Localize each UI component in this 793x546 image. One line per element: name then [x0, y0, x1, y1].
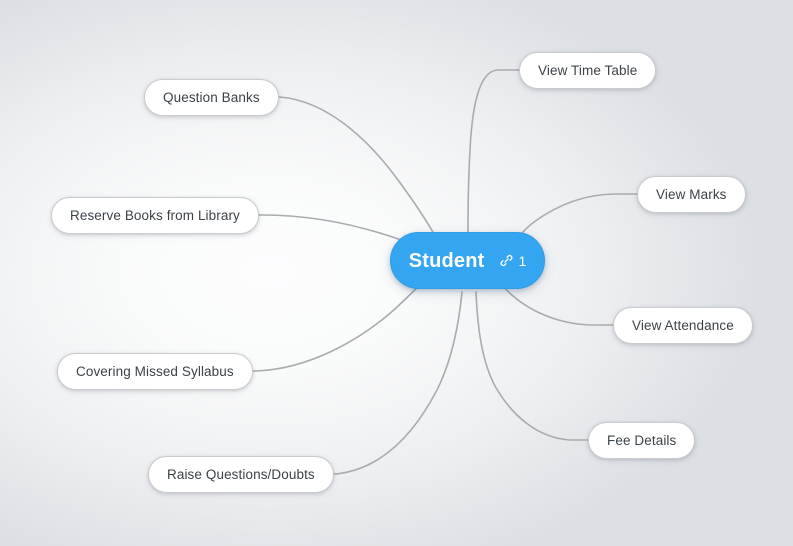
link-icon	[500, 254, 512, 267]
node-view-time-table[interactable]: View Time Table	[519, 52, 657, 89]
node-covering-missed-syllabus[interactable]: Covering Missed Syllabus	[57, 353, 253, 390]
node-view-attendance[interactable]: View Attendance	[613, 307, 753, 344]
connector-view-time-table	[467, 69, 520, 233]
node-label: Reserve Books from Library	[70, 207, 240, 223]
root-link-badge[interactable]: 1	[499, 252, 527, 269]
root-link-count: 1	[518, 252, 527, 269]
root-node-student[interactable]: Student 1	[390, 232, 545, 289]
node-label: View Time Table	[538, 62, 638, 78]
node-label: Raise Questions/Doubts	[167, 466, 315, 482]
node-question-banks[interactable]: Question Banks	[144, 79, 279, 116]
node-raise-questions-doubts[interactable]: Raise Questions/Doubts	[148, 456, 334, 493]
node-label: Covering Missed Syllabus	[76, 363, 234, 379]
connector-raise-questions-doubts	[315, 291, 463, 475]
node-reserve-books-from-library[interactable]: Reserve Books from Library	[51, 197, 259, 234]
node-view-marks[interactable]: View Marks	[637, 176, 746, 213]
node-label: Question Banks	[163, 89, 260, 105]
node-label: Fee Details	[607, 432, 677, 448]
node-label: View Attendance	[632, 317, 734, 333]
connector-question-banks	[258, 96, 435, 235]
node-fee-details[interactable]: Fee Details	[588, 422, 696, 459]
connector-covering-missed-syllabus	[234, 272, 433, 372]
connector-fee-details	[475, 291, 589, 441]
node-label: View Marks	[656, 186, 727, 202]
root-node-label: Student	[408, 249, 485, 272]
